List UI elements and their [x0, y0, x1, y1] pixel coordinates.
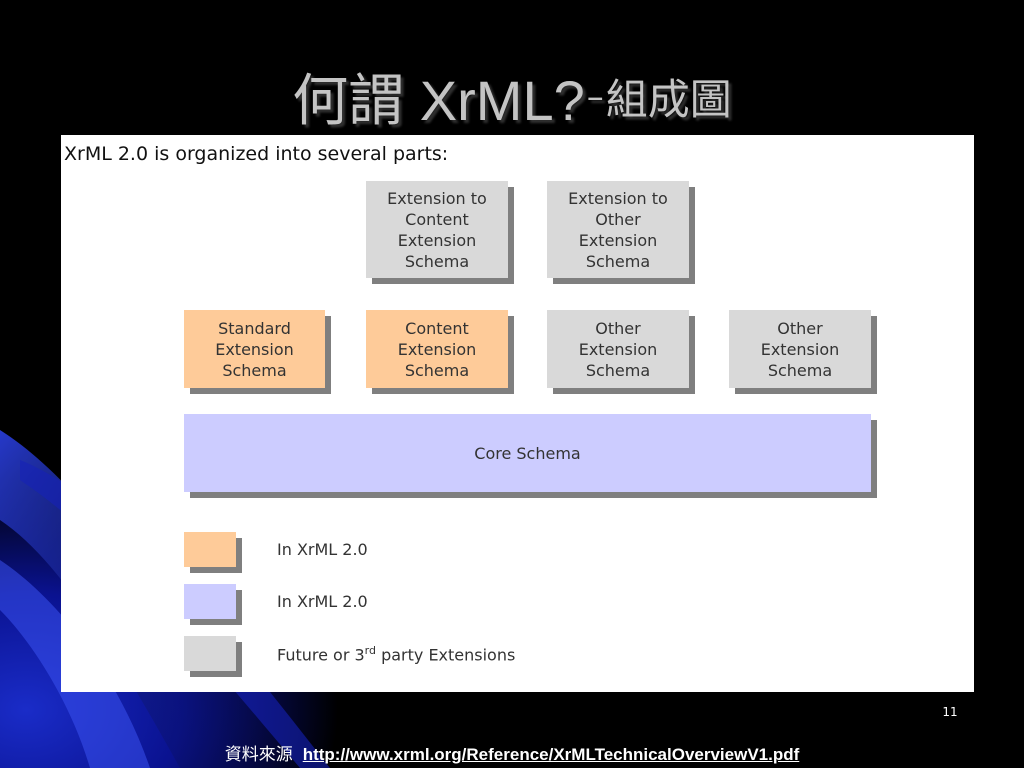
other-extension-schema-box: Other Extension Schema	[729, 310, 871, 388]
legend-label: In XrML 2.0	[277, 540, 368, 559]
other-extension-schema-box: Other Extension Schema	[547, 310, 689, 388]
box-label: Extension to Other Extension Schema	[568, 188, 668, 271]
source-line: 資料來源 http://www.xrml.org/Reference/XrMLTe…	[0, 740, 1024, 765]
diagram-panel: XrML 2.0 is organized into several parts…	[61, 135, 974, 692]
slide-title: 何謂 XrML?–組成圖	[0, 56, 1024, 137]
standard-extension-schema-box: Standard Extension Schema	[184, 310, 325, 388]
box-label: Other Extension Schema	[578, 318, 658, 380]
content-extension-schema-box: Content Extension Schema	[366, 310, 508, 388]
legend-label-future: Future or 3rd party Extensions	[277, 644, 515, 664]
legend-swatch-gray	[184, 636, 236, 671]
source-link[interactable]: http://www.xrml.org/Reference/XrMLTechni…	[302, 745, 800, 764]
legend-label: In XrML 2.0	[277, 592, 368, 611]
title-separator: –	[586, 76, 604, 117]
box-label: Extension to Content Extension Schema	[387, 188, 487, 271]
box-label: Standard Extension Schema	[215, 318, 294, 380]
legend-label-prefix: Future or 3	[277, 645, 365, 665]
extension-to-content-extension-schema-box: Extension to Content Extension Schema	[366, 181, 508, 278]
legend-swatch-orange	[184, 532, 236, 567]
diagram-intro: XrML 2.0 is organized into several parts…	[64, 143, 449, 165]
extension-to-other-extension-schema-box: Extension to Other Extension Schema	[547, 181, 689, 278]
legend-label-superscript: rd	[364, 644, 376, 657]
title-main: 何謂 XrML?	[292, 69, 585, 132]
box-label: Content Extension Schema	[397, 318, 477, 380]
core-schema-box: Core Schema	[184, 414, 871, 492]
box-label: Other Extension Schema	[760, 318, 840, 380]
source-label: 資料來源	[224, 745, 293, 765]
box-label: Core Schema	[474, 443, 581, 463]
title-subtitle: 組成圖	[605, 75, 732, 124]
page-number: 11	[942, 705, 958, 719]
legend-label-suffix: party Extensions	[375, 645, 516, 665]
legend-swatch-purple	[184, 584, 236, 619]
